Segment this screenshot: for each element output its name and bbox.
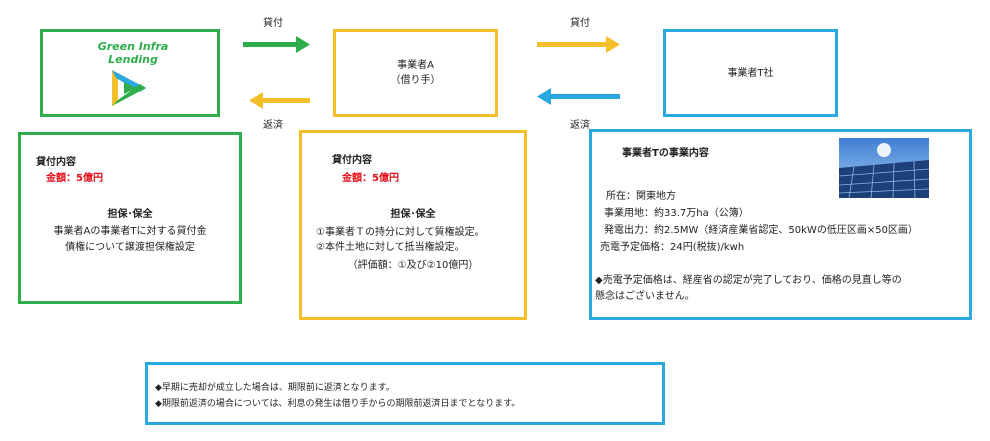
borrower-valuation: （評価額：①及び②10億円）	[347, 260, 479, 271]
repay-label-2: 返済	[570, 120, 590, 131]
arrows-layer	[243, 36, 620, 109]
borrower-name: 事業者A	[397, 60, 434, 71]
business-note-line2: 懸念はございません。	[595, 291, 695, 302]
lender-detail-heading: 貸付内容	[36, 157, 76, 168]
business-price: 売電予定価格：24円(税抜)/kwh	[600, 242, 745, 253]
loan-label-2: 貸付	[570, 18, 590, 29]
company-t-name: 事業者T社	[727, 67, 774, 79]
loan-arrow-green	[243, 36, 310, 53]
lender-security-heading: 担保･保全	[107, 209, 153, 220]
borrower-box: 事業者A （借り手）	[333, 29, 498, 117]
repay-arrow-blue	[537, 88, 620, 105]
repay-arrow-yellow	[249, 92, 310, 109]
business-heading: 事業者Tの事業内容	[622, 148, 709, 159]
borrower-security-line1: ①事業者Ｔの持分に対して質権設定。	[316, 227, 485, 238]
footer-line2: ◆期限前返済の場合については、利息の発生は借り手からの期限前返済日までとなります…	[155, 399, 521, 409]
borrower-detail-box: 貸付内容 金額：5億円 担保･保全 ①事業者Ｔの持分に対して質権設定。 ②本件土…	[299, 130, 527, 320]
lender-box: Green Infra Lending	[40, 29, 220, 117]
repay-label-1: 返済	[263, 120, 283, 131]
lender-security-line2: 債権について譲渡担保権設定	[65, 242, 195, 253]
solar-panel-image	[839, 138, 929, 198]
borrower-security-heading: 担保･保全	[390, 209, 436, 220]
business-detail-box: 事業者Tの事業内容 所在：関東地方 事業用地：約33.7万ha（公簿） 発電出力…	[589, 129, 972, 320]
borrower-security-line2: ②本件土地に対して抵当権設定。	[316, 242, 465, 253]
loan-label-1: 貸付	[263, 18, 283, 29]
loan-arrow-yellow	[537, 36, 620, 53]
lender-detail-amount: 金額：5億円	[46, 173, 103, 184]
lender-detail-box: 貸付内容 金額：5億円 担保･保全 事業者Aの事業者Tに対する貸付金 債権につい…	[18, 132, 242, 304]
lender-security-line1: 事業者Aの事業者Tに対する貸付金	[53, 226, 207, 237]
business-note-line1: ◆売電予定価格は、経産省の認定が完了しており、価格の見直し等の	[595, 275, 902, 286]
footer-line1: ◆早期に売却が成立した場合は、期限前に返済となります。	[155, 383, 395, 393]
logo-triangle-icon	[112, 70, 146, 106]
business-location: 所在：関東地方	[606, 191, 676, 202]
business-land: 事業用地：約33.7万ha（公簿）	[604, 208, 749, 219]
borrower-role: （借り手）	[390, 75, 441, 86]
borrower-detail-heading: 貸付内容	[332, 155, 372, 166]
company-t-box: 事業者T社	[663, 29, 838, 117]
footer-notes-box: ◆早期に売却が成立した場合は、期限前に返済となります。 ◆期限前返済の場合につい…	[145, 362, 665, 425]
business-output: 発電出力：約2.5MW（経済産業省認定、50kWの低圧区画×50区画）	[604, 225, 918, 236]
lender-logo-text: Green Infra Lending	[97, 40, 169, 66]
borrower-detail-amount: 金額：5億円	[342, 173, 399, 184]
